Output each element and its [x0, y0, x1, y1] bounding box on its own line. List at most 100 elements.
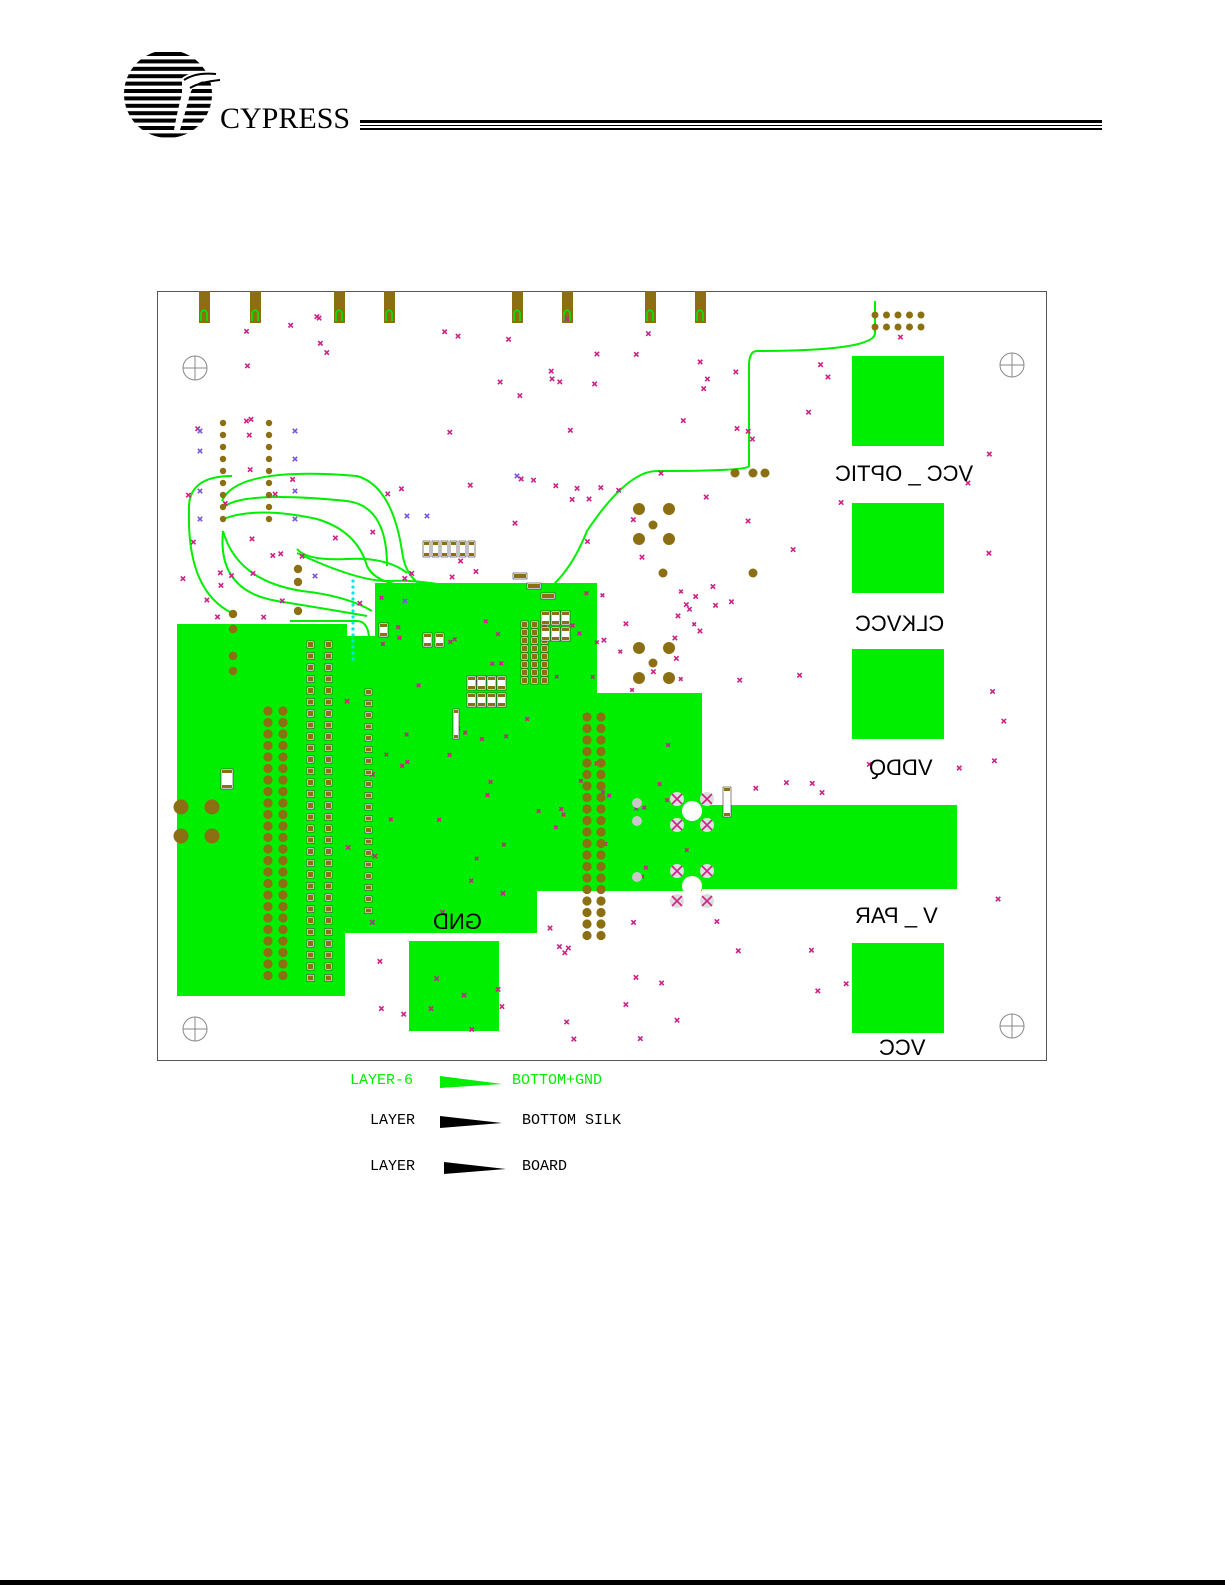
pcb-layer-drawing [157, 291, 1047, 1061]
pad [582, 712, 591, 721]
pad [596, 770, 605, 779]
pad [294, 607, 302, 615]
pad [263, 798, 272, 807]
legend-wedge-icon [444, 1160, 506, 1176]
cyan-via [351, 627, 354, 630]
legend-wedge-icon [440, 1074, 502, 1090]
pad [220, 516, 226, 522]
pad [582, 908, 591, 917]
pad [263, 764, 272, 773]
pad [263, 879, 272, 888]
pad [582, 931, 591, 940]
pad [220, 480, 226, 486]
pad [582, 919, 591, 928]
pad [633, 533, 645, 545]
pad [205, 829, 220, 844]
pad [663, 642, 675, 654]
pad-grey [632, 872, 642, 882]
pad [582, 747, 591, 756]
pad [918, 312, 925, 319]
cyan-via [351, 633, 354, 636]
pad [220, 444, 226, 450]
plane-label-gnd: GND [433, 909, 482, 935]
legend-layer-desc: BOTTOM+GND [512, 1072, 602, 1089]
pad [229, 610, 237, 618]
pad [596, 747, 605, 756]
pad [263, 787, 272, 796]
pad [582, 896, 591, 905]
pad [633, 503, 645, 515]
pad [596, 896, 605, 905]
pad [883, 324, 890, 331]
pad [263, 729, 272, 738]
clkvcc-plane [852, 503, 944, 593]
pad [174, 829, 189, 844]
pad-hole [682, 876, 702, 896]
legend-wedge-icon [440, 1114, 502, 1130]
legend-layer-label: LAYER [370, 1112, 415, 1129]
header-rule-top [360, 120, 1102, 123]
pad [278, 810, 287, 819]
pad [918, 324, 925, 331]
cyan-via [351, 615, 354, 618]
pad [582, 804, 591, 813]
pad [278, 913, 287, 922]
cyan-via [351, 603, 354, 606]
pad [263, 936, 272, 945]
pad [883, 312, 890, 319]
vddq-plane [852, 649, 944, 739]
pad [278, 844, 287, 853]
cyan-via [351, 651, 354, 654]
pad [582, 735, 591, 744]
company-name: CYPRESS [220, 102, 350, 136]
pad [596, 908, 605, 917]
pad [596, 885, 605, 894]
pad [596, 816, 605, 825]
plane-label-clkvcc: CLKVCC [855, 611, 944, 637]
pad [596, 862, 605, 871]
pad [266, 468, 272, 474]
vcc-plane [852, 943, 944, 1033]
pad [263, 856, 272, 865]
cyan-via [351, 591, 354, 594]
pad [266, 504, 272, 510]
pad [582, 839, 591, 848]
footer-rule [0, 1580, 1225, 1585]
pad [220, 432, 226, 438]
pad [220, 456, 226, 462]
pad [582, 793, 591, 802]
pad [263, 810, 272, 819]
pad [872, 312, 879, 319]
pad [278, 925, 287, 934]
pad [174, 800, 189, 815]
pad [263, 902, 272, 911]
pad [266, 516, 272, 522]
pad [263, 821, 272, 830]
pad [229, 625, 237, 633]
pad [278, 764, 287, 773]
pad [263, 971, 272, 980]
pad [761, 469, 770, 478]
pad [263, 844, 272, 853]
pad [266, 492, 272, 498]
pad [266, 432, 272, 438]
pad [582, 885, 591, 894]
pad [278, 718, 287, 727]
pad [278, 936, 287, 945]
legend-layer-label: LAYER-6 [350, 1072, 413, 1089]
pad-hole [682, 801, 702, 821]
pad [263, 890, 272, 899]
pad [749, 469, 758, 478]
pad [582, 827, 591, 836]
pad [906, 312, 913, 319]
pad [596, 793, 605, 802]
pad [220, 504, 226, 510]
pad [278, 879, 287, 888]
cyan-via [351, 639, 354, 642]
pad [263, 948, 272, 957]
pad [582, 770, 591, 779]
pad [596, 827, 605, 836]
pad [220, 492, 226, 498]
pad [278, 948, 287, 957]
pad [229, 652, 237, 660]
